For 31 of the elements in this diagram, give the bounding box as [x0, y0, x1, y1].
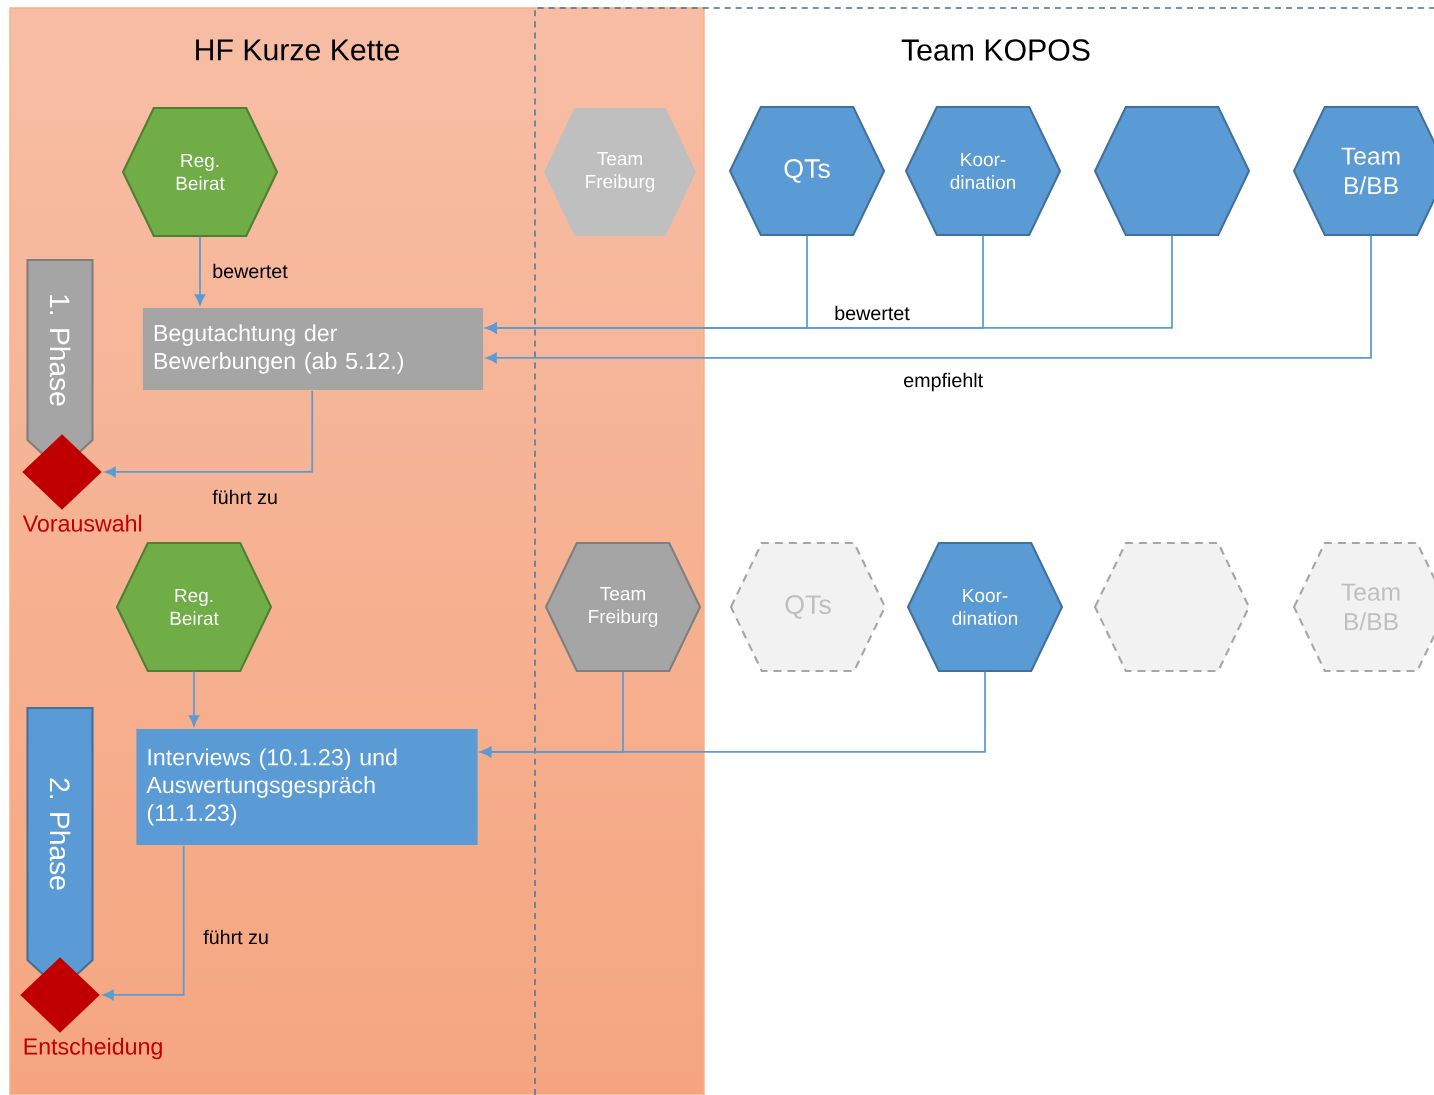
hexagon: Team Freiburg — [544, 541, 702, 673]
hexagon: Koor- dination — [906, 541, 1064, 673]
edge-label: führt zu — [212, 489, 277, 505]
edge-label: bewertet — [835, 305, 910, 321]
hexagon — [1093, 105, 1251, 237]
arrow — [104, 389, 314, 478]
lane-heading: Team KOPOS — [901, 39, 1090, 61]
lane-heading: HF Kurze Kette — [196, 39, 399, 61]
edge-label: bewertet — [213, 263, 288, 279]
hexagon: QTs — [728, 105, 886, 237]
arrow — [194, 235, 206, 306]
edge-label: führt zu — [203, 929, 268, 945]
hexagon — [1093, 541, 1251, 673]
hexagon: Team B/BB — [1292, 105, 1434, 237]
decision-diamond — [20, 957, 100, 1033]
hexagon: Reg. Beirat — [115, 541, 273, 673]
hexagon: Koor- dination — [904, 105, 1062, 237]
arrow — [102, 844, 185, 1001]
decision-diamond — [22, 434, 102, 510]
arrow — [485, 234, 1173, 334]
arrow — [480, 670, 986, 758]
edge-label: empfiehlt — [904, 372, 983, 392]
decision-label: Vorauswahl — [22, 514, 142, 532]
arrow — [485, 234, 1372, 364]
process-box: Interviews (10.1.23) und Auswertungsgespräch (11.1.23) — [136, 728, 478, 846]
process-box: Begutachtung der Bewerbungen (ab 5.12.) — [142, 307, 484, 390]
hexagon: Reg. Beirat — [121, 106, 279, 238]
decision-label: Entscheidung — [24, 1037, 162, 1060]
hexagon: Team Freiburg — [544, 108, 696, 236]
phase-banner: 2. Phase — [26, 706, 94, 992]
arrow — [188, 670, 200, 727]
